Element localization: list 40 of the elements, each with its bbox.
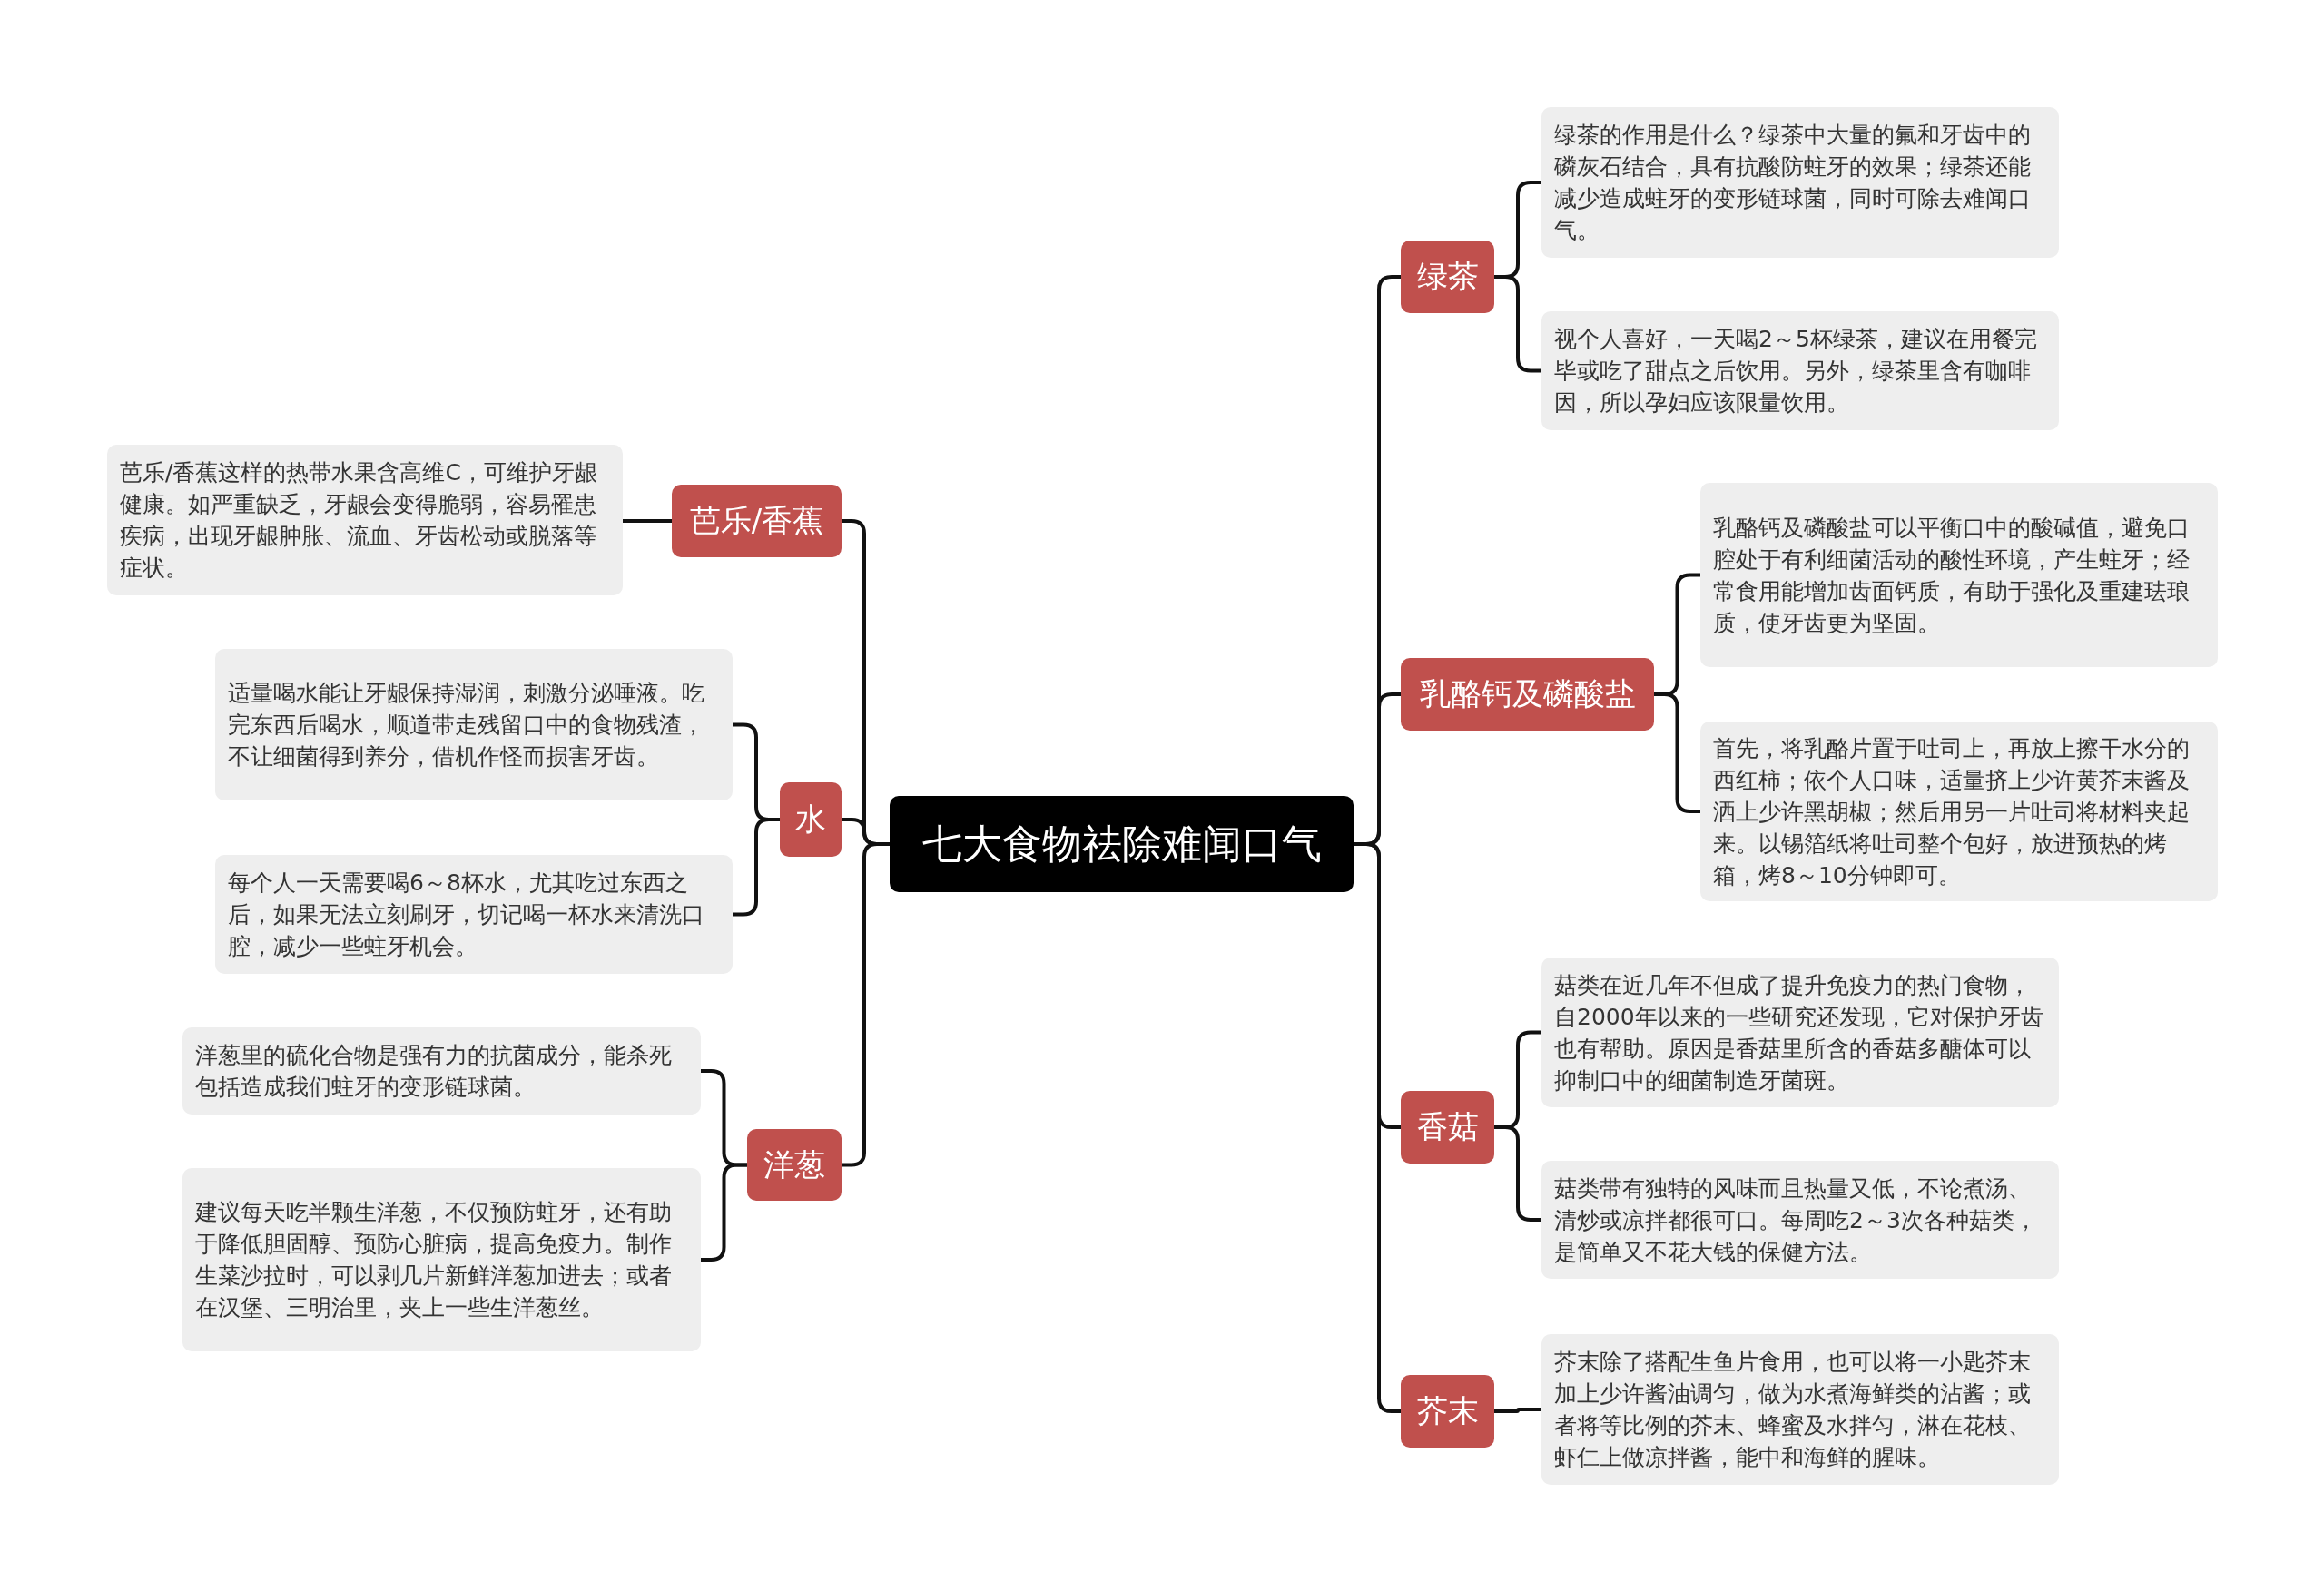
note-card xyxy=(182,1168,701,1351)
note-card xyxy=(1541,958,2059,1107)
note-card xyxy=(1541,1334,2059,1485)
branch-topic-box: 绿茶 xyxy=(1401,241,1494,313)
branch-topic-box: 芭乐/香蕉 xyxy=(672,485,842,557)
branch-topic-box: 洋葱 xyxy=(747,1129,842,1201)
branch-topic-box: 乳酪钙及磷酸盐 xyxy=(1401,658,1654,731)
note-text: 每个人一天需要喝6～8杯水，尤其吃过东西之后，如果无法立刻刷牙，切记喝一杯水来清洗口腔，减少一些蛀牙机会。 xyxy=(228,869,705,961)
note-card xyxy=(1700,722,2218,901)
note-card xyxy=(215,855,733,974)
note-card xyxy=(1700,483,2218,667)
connector-line xyxy=(701,1163,747,1262)
note-text: 视个人喜好，一天喝2～5杯绿茶，建议在用餐完毕或吃了甜点之后饮用。另外，绿茶里含有咖啡因，所以孕妇应该限量饮用。 xyxy=(1554,325,2038,417)
note-text: 菇类在近几年不但成了提升免疫力的热门食物，自2000年以来的一些研究还发现，它对保护牙齿也有帮助。原因是香菇里所含的香菇多醣体可以抑制口中的细菌制造牙菌斑。 xyxy=(1554,970,2044,1095)
connector-line xyxy=(1654,692,1700,813)
connector-line xyxy=(1494,1125,1541,1222)
branch-topic-box: 芥末 xyxy=(1401,1375,1494,1448)
connector-line xyxy=(842,842,890,1167)
note-text: 乳酪钙及磷酸盐可以平衡口中的酸碱值，避免口腔处于有利细菌活动的酸性环境，产生蛀牙；经常食用能增加齿面钙质，有助于强化及重建珐琅质，使牙齿更为坚固。 xyxy=(1713,513,2191,638)
note-card xyxy=(215,649,733,800)
note-text: 洋葱里的硫化合物是强有力的抗菌成分，能杀死包括造成我们蛀牙的变形链球菌。 xyxy=(195,1041,673,1102)
branch-topic-box: 香菇 xyxy=(1401,1091,1494,1164)
note-card xyxy=(1541,1161,2059,1279)
note-text: 菇类带有独特的风味而且热量又低，不论煮汤、清炒或凉拌都很可口。每周吃2～3次各种菇类，是简单又不花大钱的保健方法。 xyxy=(1554,1174,2038,1267)
note-text: 芭乐/香蕉这样的热带水果含高维C，可维护牙龈健康。如严重缺乏，牙龈会变得脆弱，容易罹患疾病，出现牙龈肿胀、流血、牙齿松动或脱落等症状。 xyxy=(120,458,598,583)
connector-line xyxy=(733,818,780,917)
note-text: 适量喝水能让牙龈保持湿润，刺激分泌唾液。吃完东西后喝水，顺道带走残留口中的食物残渣，不让细菌得到养分，借机作怪而损害牙齿。 xyxy=(228,679,705,771)
connector-line xyxy=(1494,1408,1541,1413)
note-text: 芥末除了搭配生鱼片食用，也可以将一小匙芥末加上少许酱油调匀，做为水煮海鲜类的沾酱；或者将等比例的芥末、蜂蜜及水拌匀，淋在花枝、虾仁上做凉拌酱，能中和海鲜的腥味。 xyxy=(1554,1348,2032,1472)
connector-line xyxy=(1494,275,1541,373)
note-card xyxy=(1541,107,2059,258)
connector-line xyxy=(623,519,672,523)
note-card xyxy=(1541,311,2059,430)
note-text: 首先，将乳酪片置于吐司上，再放上擦干水分的西红柿；依个人口味，适量挤上少许黄芥末酱及洒上少许黑胡椒；然后用另一片吐司将材料夹起来。以锡箔纸将吐司整个包好，放进预热的烤箱，烤8～10分钟即可。 xyxy=(1713,733,2191,890)
branch-topic-box: 水 xyxy=(780,782,842,857)
note-text: 绿茶的作用是什么？绿茶中大量的氟和牙齿中的磷灰石结合，具有抗酸防蛀牙的效果；绿茶还能减少造成蛀牙的变形链球菌，同时可除去难闻口气。 xyxy=(1554,121,2032,245)
note-card xyxy=(182,1027,701,1115)
note-text: 建议每天吃半颗生洋葱，不仅预防蛀牙，还有助于降低胆固醇、预防心脏病，提高免疫力。制作生菜沙拉时，可以剥几片新鲜洋葱加进去；或者在汉堡、三明治里，夹上一些生洋葱丝。 xyxy=(195,1198,673,1322)
note-card xyxy=(107,445,623,595)
root-topic-box: 七大食物祛除难闻口气 xyxy=(890,796,1354,892)
